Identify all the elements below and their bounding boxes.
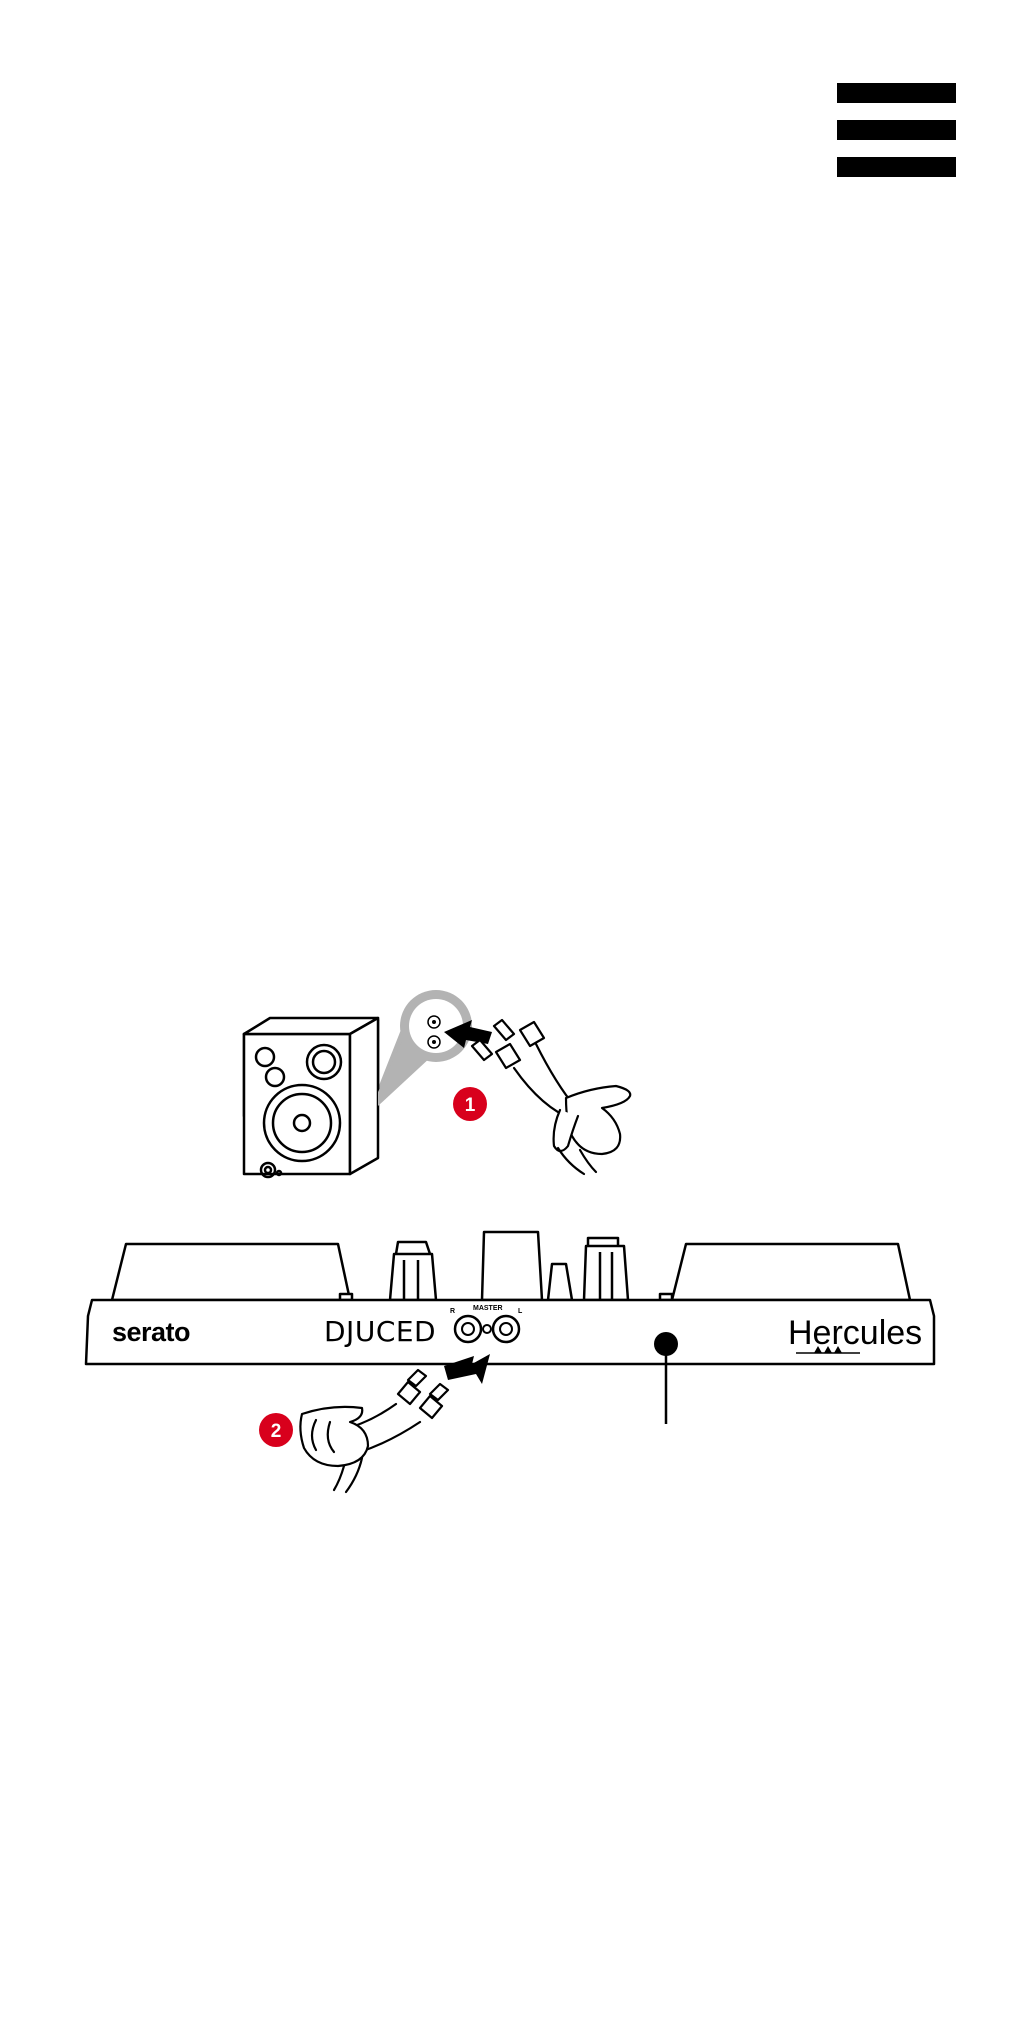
brand-hercules: Hercules [788, 1314, 922, 1352]
port-label-master: MASTER [473, 1305, 503, 1312]
step-1-number: 1 [465, 1095, 476, 1116]
step-2-number: 2 [271, 1421, 282, 1442]
menu-bar [837, 157, 956, 177]
hamburger-menu-icon[interactable] [834, 80, 958, 182]
port-label-l: L [518, 1308, 523, 1315]
brand-serato: serato [112, 1317, 190, 1347]
port-label-r: R [450, 1308, 455, 1315]
speaker-body [244, 1018, 378, 1177]
brand-djuced: DJUCED [324, 1315, 436, 1348]
zoom-callout [378, 990, 472, 1106]
menu-bar [837, 83, 956, 103]
rca-cable-hand-icon [300, 1370, 448, 1492]
rca-cable-hand-icon [472, 1020, 630, 1174]
setup-illustration: 1 serato DJUCED Hercules [0, 980, 1021, 1500]
power-port [654, 1332, 678, 1424]
menu-bar [837, 120, 956, 140]
